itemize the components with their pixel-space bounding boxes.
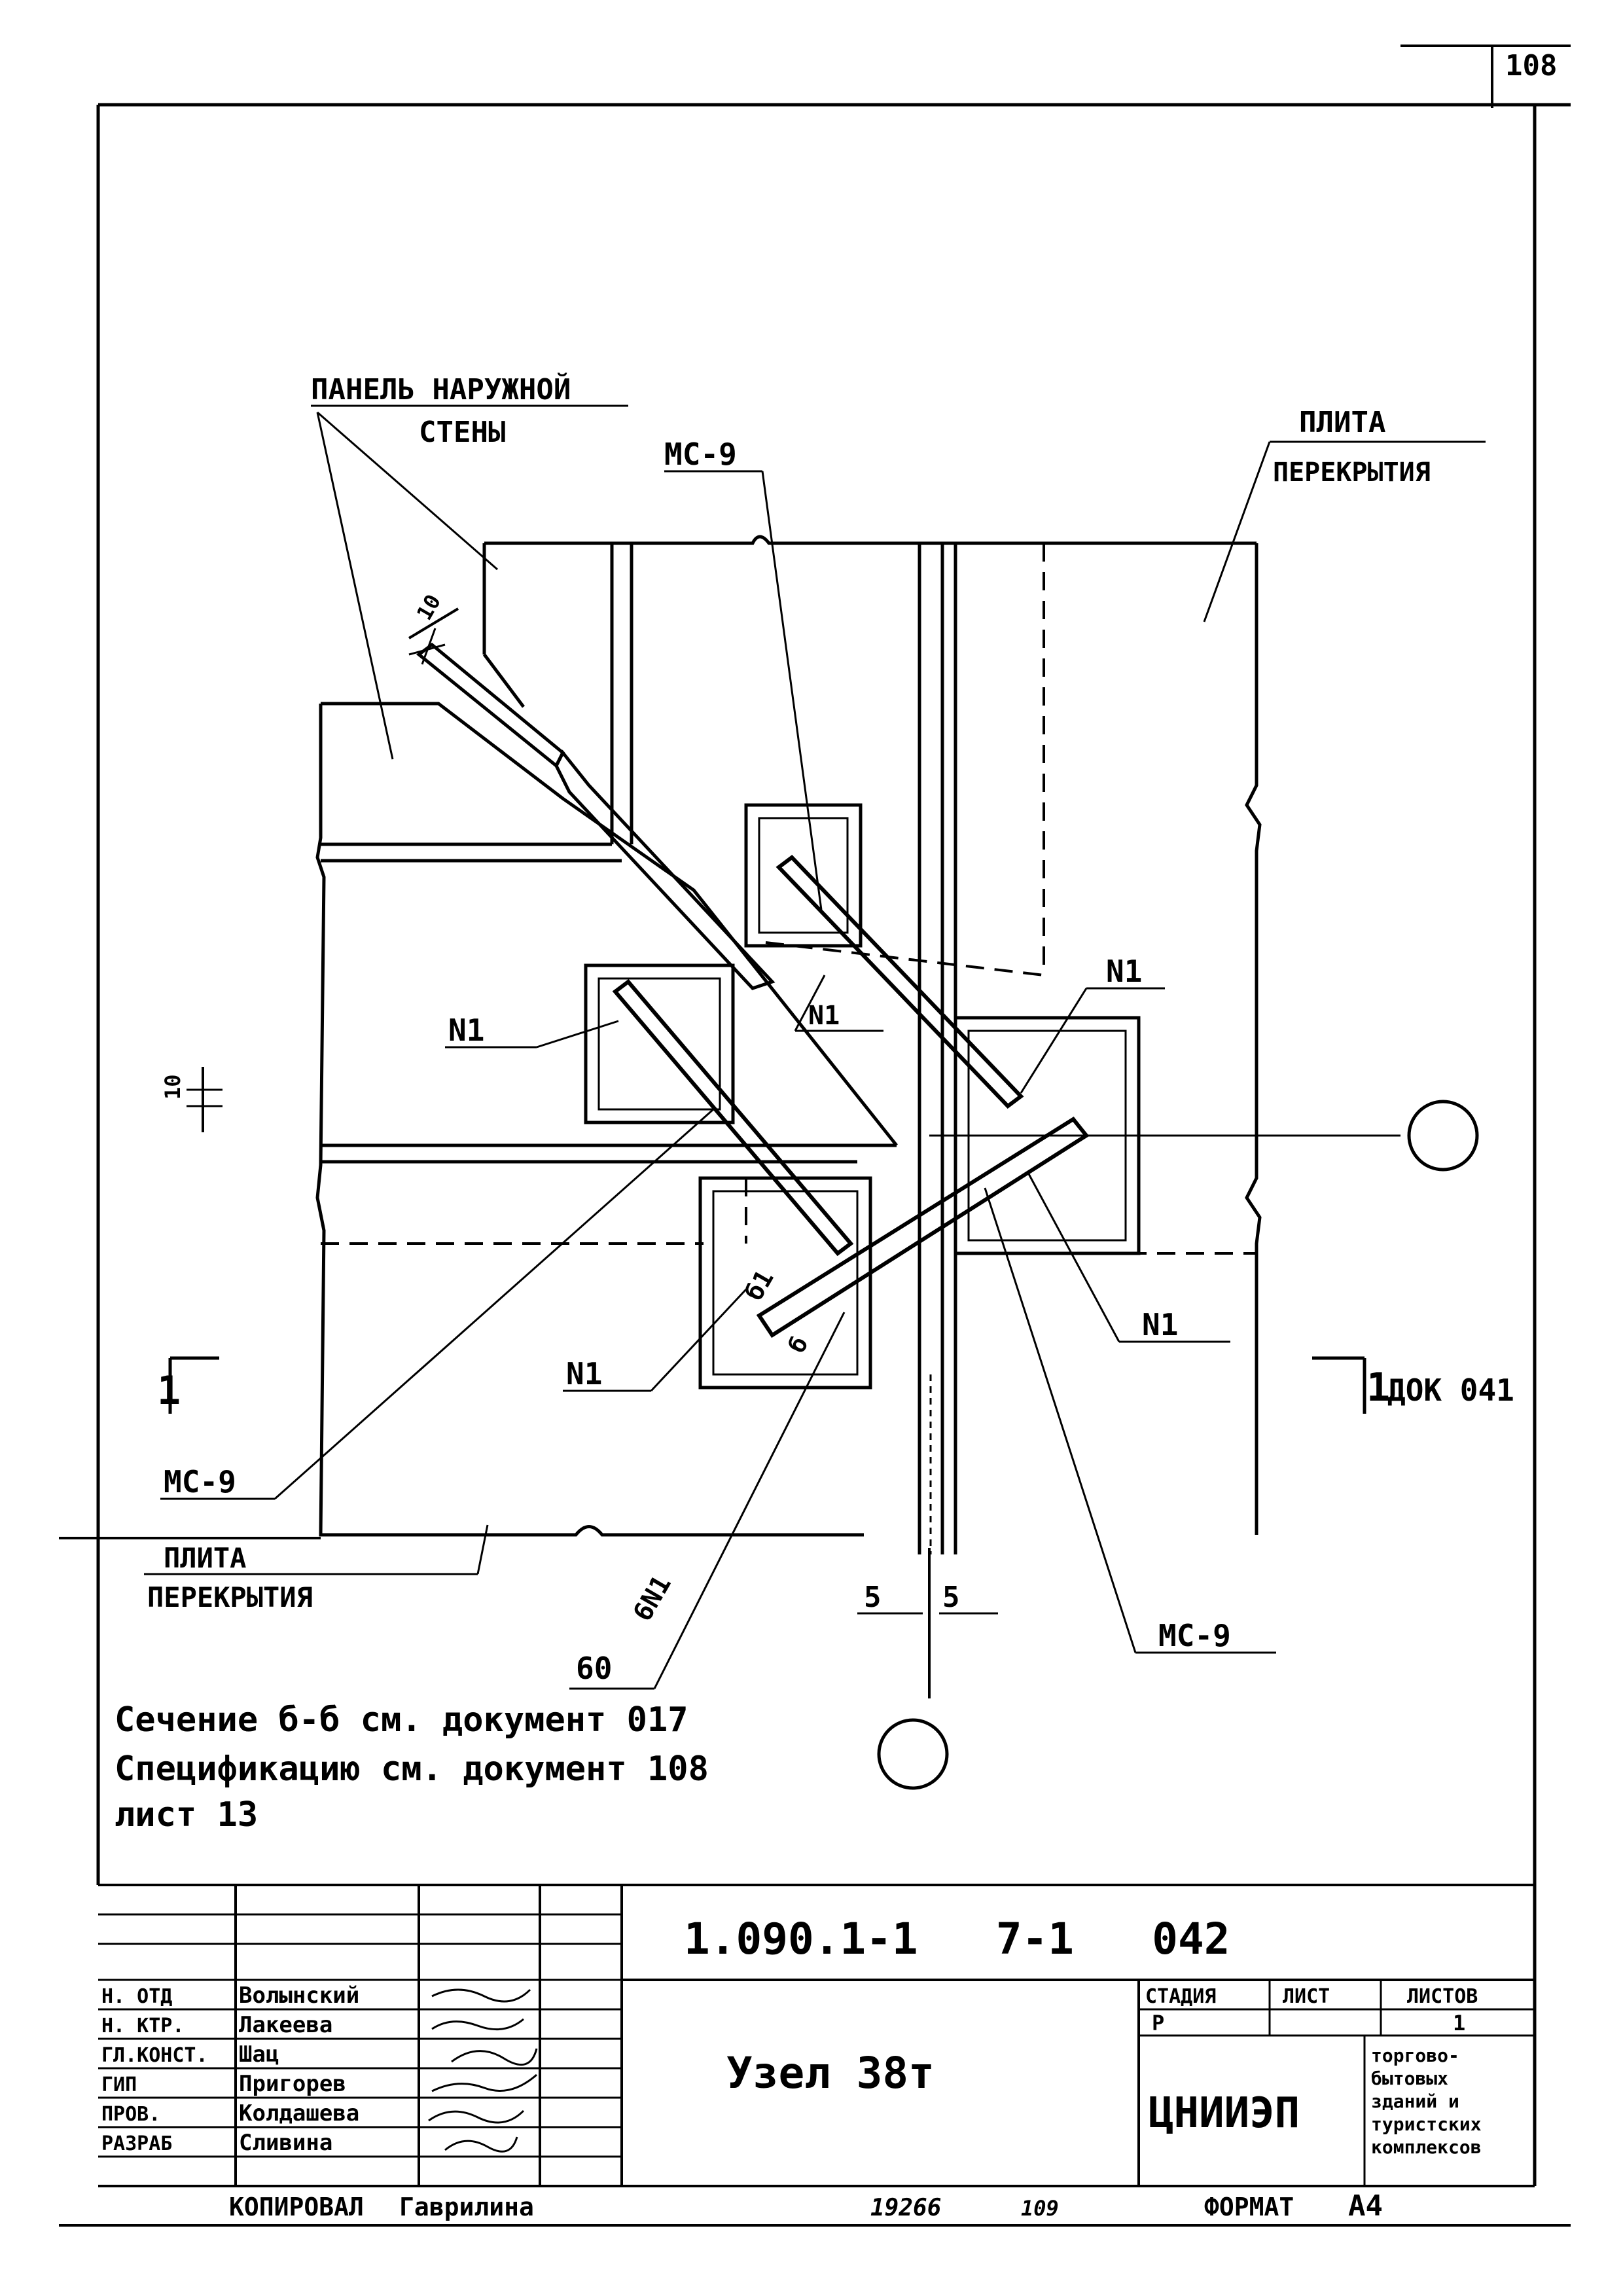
notes: Сечение б-б см. документ 017 Спецификаци… <box>115 1700 709 1835</box>
note-1: Сечение б-б см. документ 017 <box>115 1700 688 1740</box>
org-desc-line: туристских <box>1371 2113 1482 2135</box>
axis-marker-right <box>1407 1100 1479 1172</box>
label-dim-10-vert: 10 <box>160 1074 185 1100</box>
embedded-plate-left <box>584 963 735 1124</box>
structural-elements <box>59 535 1479 1790</box>
label-n1-bottom-left: N1 <box>566 1356 602 1391</box>
org-desc-line: торгово- <box>1371 2045 1459 2066</box>
org-desc-line: комплексов <box>1371 2136 1482 2158</box>
signature-rows: Н. ОТД Волынский Н. КТР. Лакеева ГЛ.КОНС… <box>101 1982 359 2156</box>
label-floor-slab-top-line2: ПЕРЕКРЫТИЯ <box>1273 457 1431 488</box>
sheet-header: ЛИСТ <box>1283 1985 1330 2008</box>
order-number: 19266 <box>870 2195 941 2221</box>
label-section-mark-left: 1 <box>157 1368 181 1414</box>
connection-bar-mc9-cross <box>756 1117 1090 1338</box>
embedded-plate-upper <box>744 803 863 948</box>
note-3: лист 13 <box>115 1795 258 1835</box>
signature-name: Шац <box>239 2041 279 2068</box>
label-dim-5-left: 5 <box>864 1581 882 1614</box>
label-n1-left: N1 <box>448 1013 484 1048</box>
label-floor-slab-top-line1: ПЛИТА <box>1299 406 1385 439</box>
leader-lines <box>144 404 1486 1690</box>
sheet-frame <box>59 45 1571 2227</box>
format-value: А4 <box>1348 2189 1383 2223</box>
signature-role: Н. КТР. <box>101 2015 184 2037</box>
connection-bar-mc9-left <box>612 978 854 1257</box>
title-block-grid <box>98 1884 1535 2187</box>
label-mc9-left: МС-9 <box>164 1464 236 1499</box>
label-mc9-top: МС-9 <box>664 437 737 472</box>
connection-bar-mc9-top <box>416 642 776 990</box>
document-designation: 1.090.1-1 7-1 042 <box>684 1914 1230 1964</box>
label-weld-b: б <box>783 1332 813 1357</box>
signature-name: Пригорев <box>239 2071 346 2097</box>
label-section-ref-right: ДОК 041 <box>1387 1372 1514 1408</box>
label-n1-right-bottom: N1 <box>1142 1307 1178 1342</box>
label-section-mark-right: 1 <box>1366 1365 1390 1410</box>
section-mark-right-symbol <box>1312 1356 1366 1414</box>
signature-name: Сливина <box>239 2130 332 2156</box>
bottom-strip: КОПИРОВАЛ Гаврилина 19266 109 ФОРМАТ А4 <box>229 2189 1383 2223</box>
stage-sheet-block: СТАДИЯ ЛИСТ ЛИСТОВ Р 1 <box>1145 1985 1478 2036</box>
section-mark-left-symbol <box>168 1356 219 1414</box>
label-n1-right-top: N1 <box>1106 954 1142 989</box>
copied-by-name: Гаврилина <box>399 2193 534 2221</box>
signature-name: Колдашева <box>239 2100 359 2126</box>
label-floor-slab-bottom-line2: ПЕРЕКРЫТИЯ <box>147 1581 313 1613</box>
label-weld-b1: б1 <box>740 1265 779 1306</box>
organization-name: ЦНИИЭП <box>1149 2089 1300 2138</box>
label-mc9-right: МС-9 <box>1158 1618 1231 1653</box>
signature-name: Лакеева <box>239 2012 332 2038</box>
note-2: Спецификацию см. документ 108 <box>115 1749 709 1789</box>
organization-description: торгово- бытовых зданий и туристских ком… <box>1371 2045 1482 2158</box>
label-floor-slab-bottom-line1: ПЛИТА <box>164 1542 246 1574</box>
label-outer-wall-panel-line2: СТЕНЫ <box>419 416 505 449</box>
left-wall-panel <box>315 704 864 1537</box>
org-desc-line: зданий и <box>1371 2090 1459 2112</box>
axis-marker-bottom <box>877 1718 949 1790</box>
copy-number: 109 <box>1021 2196 1059 2221</box>
label-n1-center: N1 <box>808 1001 840 1031</box>
drawing-title: Узел 38т <box>726 2048 935 2098</box>
signature-role: Н. ОТД <box>101 1985 172 2008</box>
label-weld-6n1: 6N1 <box>628 1570 677 1626</box>
label-weld-60: 60 <box>576 1651 612 1686</box>
page-number: 108 <box>1505 49 1557 82</box>
signature-scribbles <box>428 1988 538 2153</box>
org-desc-line: бытовых <box>1371 2068 1448 2089</box>
signature-name: Волынский <box>239 1982 359 2009</box>
label-outer-wall-panel-line1: ПАНЕЛЬ НАРУЖНОЙ <box>311 372 571 406</box>
upper-floor-slab <box>482 535 1262 1535</box>
embedded-plate-bottom <box>698 1176 872 1390</box>
sheets-header: ЛИСТОВ <box>1407 1985 1478 2008</box>
sheets-value: 1 <box>1453 2011 1465 2036</box>
copied-by-label: КОПИРОВАЛ <box>229 2193 364 2221</box>
signature-role: ГИП <box>101 2073 137 2096</box>
signature-role: ГЛ.КОНСТ. <box>101 2044 208 2067</box>
format-label: ФОРМАТ <box>1204 2193 1294 2221</box>
stage-header: СТАДИЯ <box>1145 1985 1216 2008</box>
signature-role: РАЗРАБ <box>101 2132 172 2155</box>
label-dim-5-right: 5 <box>942 1581 960 1614</box>
signature-role: ПРОВ. <box>101 2103 160 2126</box>
connection-bar-mc9-center <box>776 855 1024 1109</box>
stage-value: Р <box>1152 2011 1164 2036</box>
